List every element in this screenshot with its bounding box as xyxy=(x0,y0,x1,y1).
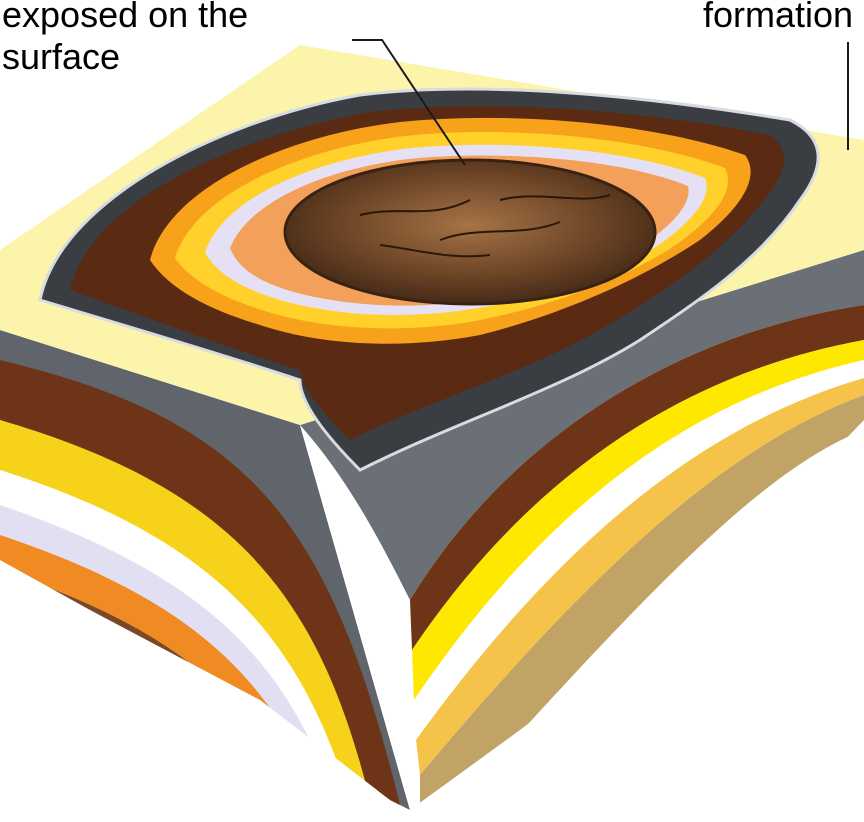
surface-exposure-label-line-2: surface xyxy=(2,36,248,78)
surface-exposure-label: exposed on the surface xyxy=(2,0,248,78)
formation-label: formation xyxy=(703,0,853,36)
exposed-core xyxy=(285,160,655,304)
surface-exposure-label-line-1: exposed on the xyxy=(2,0,248,36)
